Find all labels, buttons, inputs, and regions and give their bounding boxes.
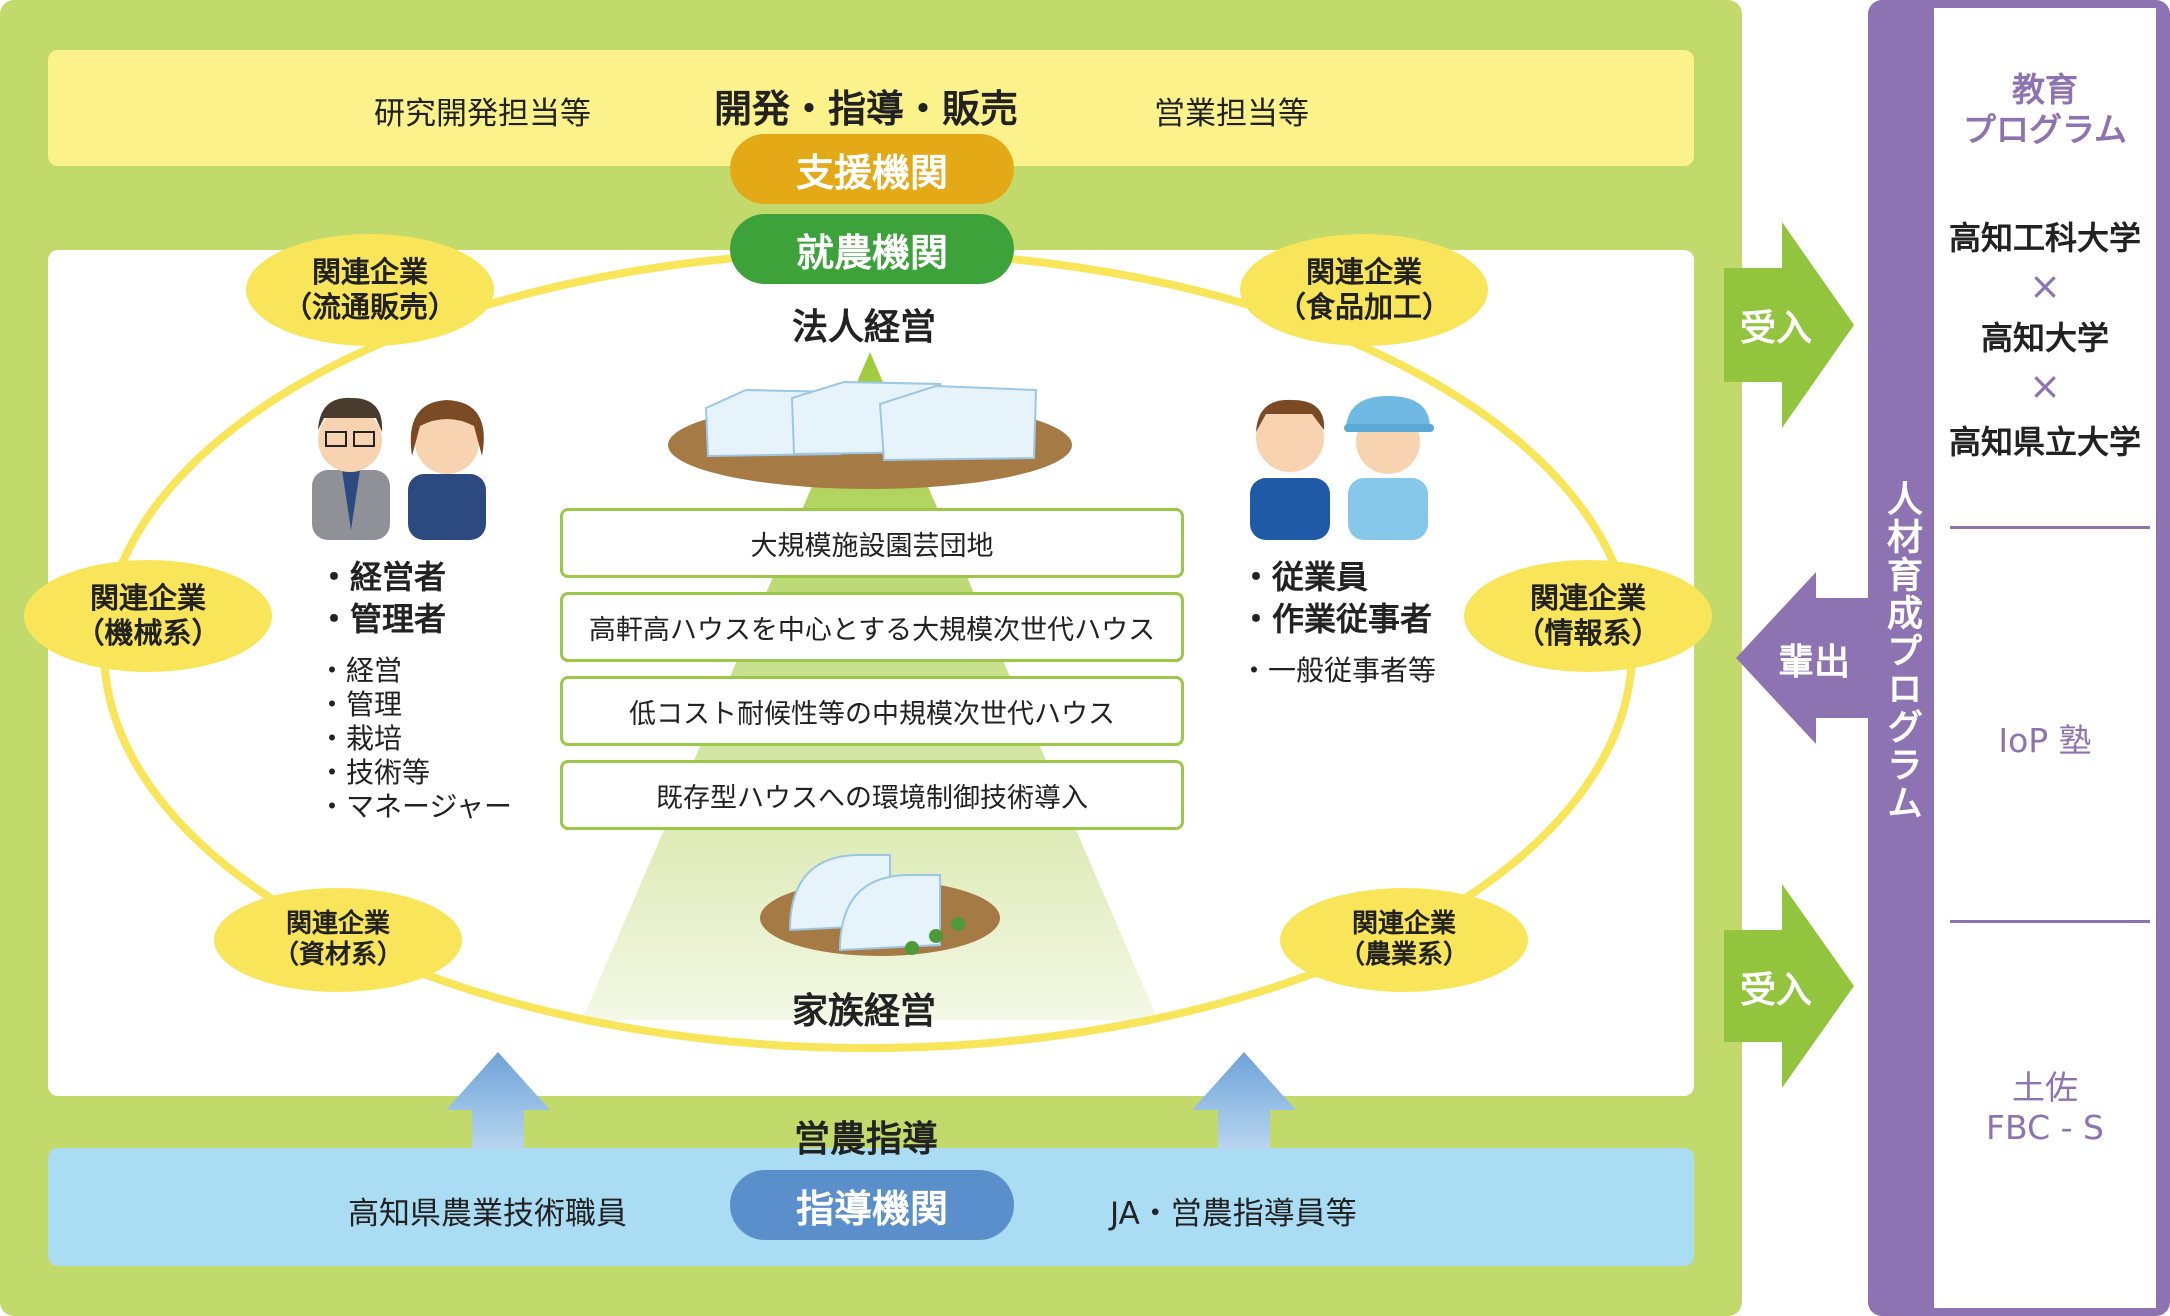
company-materials-line2: （資材系） <box>272 940 403 970</box>
receive-arrow-1 <box>1724 222 1854 428</box>
level-box-2: 高軒高ハウスを中心とする大規模次世代ハウス <box>560 592 1184 662</box>
side-arrows <box>1724 222 1870 1088</box>
manager-skill-1: ・経営 <box>318 654 403 687</box>
send-arrow <box>1736 572 1870 744</box>
manager-roles: ・経営者 ・管理者 <box>318 556 446 640</box>
company-info-line1: 関連企業 <box>1529 581 1646 616</box>
rd-staff-label: 研究開発担当等 <box>374 96 591 132</box>
company-food-line2: （食品加工） <box>1276 290 1451 324</box>
company-materials: 関連企業 （資材系） <box>214 888 462 992</box>
manager-skill-3: ・栽培 <box>318 722 403 755</box>
corporate-management-label: 法人経営 <box>792 307 937 348</box>
program-vertical-title: 人材育成プログラム <box>1881 480 1922 822</box>
company-distribution-line1: 関連企業 <box>311 255 428 290</box>
company-agriculture-line2: （農業系） <box>1338 940 1469 970</box>
university-kochi-tech: 高知工科大学 <box>1948 219 2141 257</box>
program-panel <box>1934 8 2156 1308</box>
manager-skills: ・経営 ・管理 ・栽培 ・技術等 ・マネージャー <box>318 654 512 824</box>
manager-role-1: ・経営者 <box>318 558 447 596</box>
manager-skill-5: ・マネージャー <box>318 790 513 823</box>
guidance-org-pill: 指導機関 <box>730 1170 1014 1240</box>
level-box-1: 大規模施設園芸団地 <box>560 508 1184 578</box>
tosa-label-line2: FBC - S <box>1986 1107 2104 1147</box>
kochi-staff-label: 高知県農業技術職員 <box>348 1196 627 1232</box>
receive-label-2: 受入 <box>1739 970 1812 1011</box>
level-box-4: 既存型ハウスへの環境制御技術導入 <box>560 760 1184 830</box>
worker-role-1: ・従業員 <box>1240 558 1369 596</box>
company-machinery: 関連企業 （機械系） <box>24 560 272 672</box>
manager-avatar-man <box>312 397 390 540</box>
university-kochi: 高知大学 <box>1980 319 2109 357</box>
ja-staff-label: JA・営農指導員等 <box>1110 1196 1357 1232</box>
program-bar <box>1868 0 1934 1316</box>
greenhouse-icon <box>704 380 1038 462</box>
worker-avatar-man <box>1250 399 1330 540</box>
cross-icon-2: × <box>2029 364 2061 408</box>
university-kochi-prefectural: 高知県立大学 <box>1948 423 2141 461</box>
farm-guidance-label: 営農指導 <box>794 1119 939 1160</box>
manager-skill-2: ・管理 <box>318 688 403 721</box>
company-info: 関連企業 （情報系） <box>1464 560 1712 672</box>
worker-roles: ・従業員 ・作業従事者 <box>1240 556 1432 640</box>
up-arrow-left-shape <box>446 1052 550 1150</box>
manager-skill-4: ・技術等 <box>318 756 431 789</box>
receive-label-1: 受入 <box>1739 308 1812 349</box>
worker-general-1: ・一般従事者等 <box>1240 654 1437 687</box>
worker-role-2: ・作業従事者 <box>1240 600 1433 638</box>
company-distribution-line2: （流通販売） <box>282 290 457 324</box>
sales-staff-label: 営業担当等 <box>1154 96 1309 132</box>
company-info-line2: （情報系） <box>1515 616 1661 650</box>
company-agriculture-line1: 関連企業 <box>1351 908 1456 939</box>
iop-school-label: IoP 塾 <box>1998 721 2092 761</box>
employment-org-pill: 就農機関 <box>730 214 1014 284</box>
manager-role-2: ・管理者 <box>318 600 447 638</box>
company-agriculture: 関連企業 （農業系） <box>1280 888 1528 992</box>
support-org-pill: 支援機関 <box>730 134 1014 204</box>
education-program-line1: 教育 <box>2012 70 2078 109</box>
company-distribution: 関連企業 （流通販売） <box>246 234 494 346</box>
company-materials-line1: 関連企業 <box>285 908 390 939</box>
seedling-icons <box>905 917 965 955</box>
company-machinery-line1: 関連企業 <box>89 581 206 616</box>
company-food-line1: 関連企業 <box>1305 255 1422 290</box>
tosa-fbc-label: 土佐 FBC - S <box>1934 1068 2156 1147</box>
company-machinery-line2: （機械系） <box>75 616 221 650</box>
tunnel-house-icon <box>788 854 941 952</box>
receive-arrow-2 <box>1724 884 1854 1088</box>
worker-avatar-woman <box>1344 396 1434 540</box>
send-label: 輩出 <box>1777 642 1850 683</box>
tosa-label-line1: 土佐 <box>2012 1068 2078 1107</box>
education-program-label: 教育 プログラム <box>1934 70 2156 149</box>
manager-avatar-woman <box>408 400 486 540</box>
program-divider-2 <box>1950 920 2150 923</box>
cross-icon-1: × <box>2029 264 2061 308</box>
program-divider-1 <box>1950 526 2150 529</box>
level-box-3: 低コスト耐候性等の中規模次世代ハウス <box>560 676 1184 746</box>
company-food: 関連企業 （食品加工） <box>1240 234 1488 346</box>
up-arrow-right-shape <box>1192 1052 1296 1150</box>
family-management-label: 家族経営 <box>792 991 937 1032</box>
top-band-title: 開発・指導・販売 <box>714 87 1019 131</box>
worker-general: ・一般従事者等 <box>1240 654 1436 688</box>
education-program-line2: プログラム <box>1962 109 2127 149</box>
